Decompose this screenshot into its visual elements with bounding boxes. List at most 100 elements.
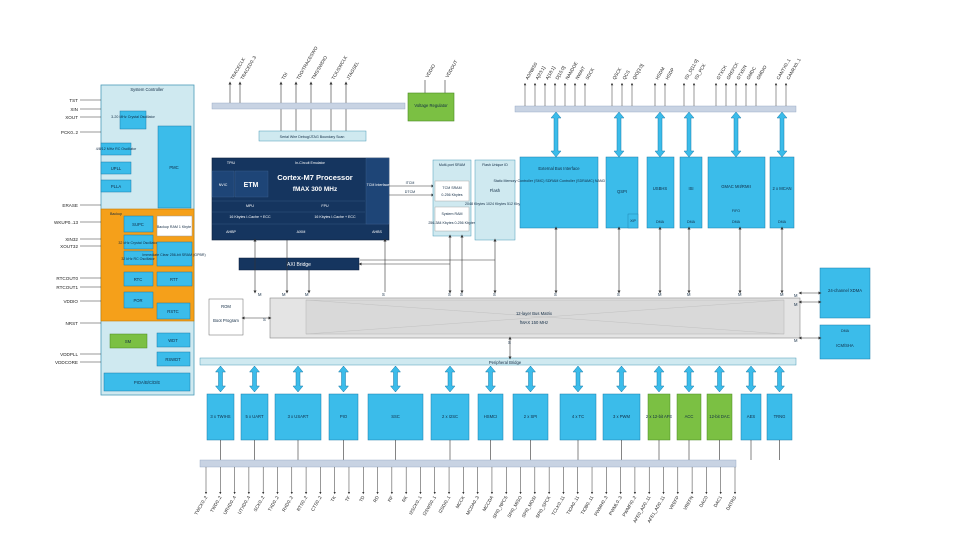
- peripheral-arrow: [615, 365, 628, 393]
- peripheral-label: 5 x UART: [245, 414, 264, 419]
- signal-vddcore: VDDCORE: [55, 360, 78, 365]
- svg-text:M: M: [794, 302, 798, 307]
- mcan-label: 2 x MCAN: [772, 186, 791, 191]
- xip-label: XIP: [630, 219, 636, 223]
- bottom-signal-label: SPI0_SPCK: [535, 494, 552, 519]
- peripheral-label: 2 x I2SC: [442, 414, 458, 419]
- signal-vddio: VDDIO: [63, 299, 78, 304]
- peripheral-label: 2 x SPI: [524, 414, 538, 419]
- signal-vddpll: VDDPLL: [60, 352, 78, 357]
- peripheral-label: 4 x TC: [572, 414, 584, 419]
- sig-qcs: QCS: [622, 69, 631, 80]
- svg-text:S: S: [617, 292, 620, 297]
- osc-12mhz-block: [119, 110, 147, 130]
- peripheral-bridge-label: Peripheral Bridge: [489, 360, 522, 365]
- sig-hsdp: HSDP: [665, 67, 676, 81]
- signal-erase: ERASE: [62, 203, 78, 208]
- wdt-label: WDT: [168, 338, 178, 343]
- axi-bridge-label: AXI Bridge: [287, 262, 311, 268]
- gmac-block: [707, 156, 766, 229]
- svg-text:M: M: [282, 292, 286, 297]
- icm-label: ICM/SHA: [836, 343, 854, 348]
- peripheral-block: [676, 393, 702, 441]
- tpiu-label: TPIU: [227, 161, 236, 165]
- bottom-signal-label: RK: [401, 494, 409, 503]
- isi-dma-label: DMA: [687, 220, 696, 224]
- svg-text:M: M: [305, 292, 309, 297]
- rtc-block: [123, 271, 154, 287]
- peripheral-arrow: [773, 365, 786, 393]
- tcm-if-label: TCM Interface: [367, 183, 390, 187]
- icm-block: [819, 324, 871, 360]
- sig-nwait: NWAIT: [575, 65, 587, 80]
- xtal32-label: 32 kHz Crystal Oscillator: [118, 241, 158, 245]
- bottom-signal-label: I2SCK0..1: [408, 495, 423, 516]
- bottom-signal-label: MCCDA: [482, 494, 495, 512]
- dcache-label: 16 Kbytes I-Cache + ECC: [314, 215, 356, 219]
- ahbs-label: AHBS: [372, 230, 382, 234]
- ebi-block: [519, 156, 599, 229]
- bottom-signal-label: MCDA0..3: [465, 495, 480, 516]
- supc-label: SUPC: [132, 222, 144, 227]
- matrix-connections: [241, 226, 822, 360]
- signal-wkup: WKUP0..13: [54, 220, 78, 225]
- svg-text:M: M: [687, 292, 691, 297]
- svg-text:M: M: [780, 292, 784, 297]
- peripheral-arrow: [292, 365, 304, 393]
- peripheral-label: ACC: [685, 414, 694, 419]
- bottom-signal-label: TWCK0..2: [193, 495, 208, 516]
- bus-matrix: 12-layer Bus Matrix fMAX 150 MHz: [269, 297, 801, 339]
- peripheral-label: 12-bit DAC: [709, 414, 729, 419]
- signal-rtcout0: RTCOUT0: [56, 276, 78, 281]
- voltage-regulator: [407, 92, 455, 122]
- bottom-signal-label: VREFN: [682, 495, 694, 511]
- upll-label: UPLL: [111, 166, 122, 171]
- cpu-title: Cortex-M7 Processor: [277, 173, 353, 182]
- itcm-label: ITCM: [406, 181, 415, 185]
- bottom-signal-label: UTXD0..4: [237, 495, 252, 515]
- peripheral-block: [206, 393, 235, 441]
- peripheral-block: [274, 393, 322, 441]
- bottom-signal-label: TWD0..2: [209, 495, 223, 514]
- ahbp-label: AHBP: [226, 230, 236, 234]
- rc32-label: 32 kHz RC Oscillator: [121, 257, 155, 261]
- icm-dma-label: DMA: [841, 329, 850, 333]
- svg-text:M: M: [738, 292, 742, 297]
- peripheral-label: 3 x USART: [288, 414, 309, 419]
- xdma-block: [819, 267, 871, 319]
- backup-ram-label: Backup RAM 1 Kbyte: [157, 225, 191, 229]
- gmac-label: GMAC MII/RMII: [721, 184, 751, 189]
- peripheral-label: 3 x PWM: [613, 414, 630, 419]
- bottom-signal-label: PWMFI0..2: [621, 495, 637, 518]
- bus-arrows: [550, 111, 788, 158]
- peripheral-arrow: [653, 365, 665, 393]
- bottom-signal-label: SCK0..2: [253, 495, 266, 513]
- bottom-signal-label: VREFP: [668, 495, 680, 511]
- peripheral-block: [240, 393, 269, 441]
- bus-matrix-title: 12-layer Bus Matrix: [516, 311, 553, 316]
- signal-xin: XIN: [70, 107, 78, 112]
- peripheral-arrow: [444, 365, 456, 393]
- bottom-signal-label: I2SDI0..1: [438, 495, 452, 514]
- rtc-label: RTC: [134, 277, 143, 282]
- system-controller-title: System Controller: [130, 87, 164, 92]
- cortex-m7-block: [211, 157, 390, 241]
- sig-gmdio: GMDIO: [756, 64, 768, 80]
- icache-label: 16 Kbytes I-Cache + ECC: [229, 215, 271, 219]
- rswdt-label: RSWDT: [165, 357, 181, 362]
- tcm-sram-size: 0-256 Kbytes: [441, 193, 462, 197]
- cpu-freq: fMAX 300 MHz: [293, 186, 338, 193]
- sig-gmdc: GMDC: [746, 65, 758, 80]
- sig-qio: QIO[3:0]: [632, 63, 645, 81]
- peripheral-arrow: [389, 365, 402, 393]
- gmac-fifo-label: FIFO: [732, 209, 740, 213]
- svg-text:M: M: [258, 292, 262, 297]
- flash-block: [474, 159, 516, 241]
- supc-block: [123, 215, 154, 233]
- svg-text:M: M: [794, 338, 798, 343]
- por-label: POR: [133, 298, 142, 303]
- peripheral-arrow: [214, 365, 227, 393]
- gpbr-label: Immediate Clear 256-bit SRAM (GPBR): [142, 253, 205, 257]
- bottom-signal-label: RF: [387, 495, 394, 503]
